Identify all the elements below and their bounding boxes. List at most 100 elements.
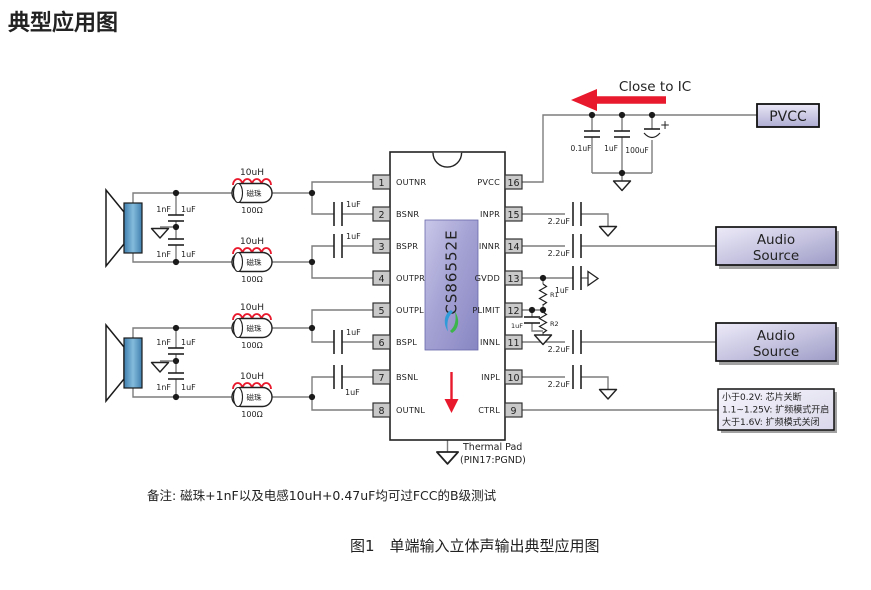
cap-label: 1uF [555, 286, 569, 295]
inductor-label: 10uH [240, 372, 264, 382]
filter-capacitor [167, 238, 185, 246]
box-frame [717, 388, 835, 431]
svg-text:15: 15 [507, 210, 519, 221]
cap-label: 1uF [345, 388, 360, 397]
remark-note: 备注: 磁珠+1nF以及电感10uH+0.47uF均可过FCC的B级测试 [147, 488, 497, 503]
coupling-capacitor [572, 364, 582, 390]
plimit-capacitor [523, 316, 541, 324]
svg-text:10: 10 [507, 373, 519, 384]
speaker-filter-caps: 1nF 1uF 1nF 1uF 1nF 1uF 1nF 1uF [156, 205, 196, 392]
svg-text:7: 7 [378, 373, 384, 384]
ground-icon [533, 334, 553, 346]
pin-3: 3 BSPR [372, 238, 418, 254]
ctrl-note-box: 小于0.2V: 芯片关断 1.1~1.25V: 扩频模式开启 大于1.6V: 扩… [717, 388, 837, 433]
cap-label: 2.2uF [548, 249, 571, 258]
svg-text:BSPL: BSPL [396, 337, 417, 347]
pin-10: 10 INPL [481, 369, 523, 385]
svg-text:OUTPL: OUTPL [396, 305, 424, 315]
chip-notch-icon [432, 152, 463, 168]
cap-label: 0.1uF [571, 144, 592, 153]
resistor-label: R1 [550, 291, 559, 299]
gvdd-capacitor [572, 265, 582, 291]
box-frame [715, 322, 837, 362]
ferrite-bead-2: 10uH 磁珠 100Ω [231, 237, 273, 284]
speaker-cone-icon [105, 322, 125, 404]
svg-text:9: 9 [510, 406, 516, 417]
svg-text:8: 8 [378, 406, 384, 417]
pvcc-box-label: PVCC [769, 109, 807, 125]
bootstrap-caps: 1uF 1uF 1uF 1uF [333, 200, 361, 397]
speaker-left-channel [105, 322, 143, 404]
bead-impedance-label: 100Ω [241, 410, 262, 419]
ferrite-bead-3: 10uH 磁珠 100Ω [231, 303, 273, 350]
svg-text:BSNR: BSNR [396, 209, 419, 219]
pvcc-box: PVCC [756, 103, 820, 128]
cap-label: 1nF [156, 250, 171, 259]
resistor-r1 [538, 283, 548, 306]
chip-red-arrow-head-icon [444, 399, 459, 413]
cap-alt-label: 1uF [181, 338, 196, 347]
logo-green-icon [450, 311, 459, 333]
ctrl-note-line: 小于0.2V: 芯片关断 [722, 391, 802, 403]
speaker-cone-icon [105, 187, 125, 269]
bootstrap-capacitor [333, 364, 343, 390]
red-arrow-head-icon [571, 89, 597, 111]
bead-impedance-label: 100Ω [241, 275, 262, 284]
speaker-right-channel [105, 187, 143, 269]
cap-label: 1nF [156, 338, 171, 347]
coupling-capacitor [572, 201, 582, 227]
cap-alt-label: 1uF [181, 250, 196, 259]
filter-capacitor [167, 372, 185, 380]
bead-impedance-label: 100Ω [241, 341, 262, 350]
svg-text:BSNL: BSNL [396, 372, 418, 382]
box-frame [715, 226, 837, 266]
svg-text:4: 4 [378, 274, 384, 285]
speaker-magnet-icon [123, 337, 143, 389]
pin-7: 7 BSNL [372, 369, 418, 385]
svg-text:3: 3 [378, 242, 384, 253]
svg-text:INNR: INNR [479, 241, 500, 251]
cap-label: 2.2uF [548, 380, 571, 389]
cap-label: 1uF [604, 144, 618, 153]
coupling-capacitor [572, 233, 582, 259]
cap-label: 1uF [346, 200, 361, 209]
figure-caption: 图1 单端输入立体声输出典型应用图 [350, 537, 600, 555]
pin-2: 2 BSNR [372, 206, 419, 222]
capacitor-1uF [613, 130, 631, 138]
audio-source-box-left: Audio Source [715, 322, 839, 365]
capacitor-100uF-curved-plate [643, 132, 661, 139]
inductor-label: 10uH [240, 237, 264, 247]
ground-icon [150, 361, 170, 373]
cap-alt-label: 1uF [181, 383, 196, 392]
thermal-ground-icon [436, 451, 459, 465]
filter-capacitor [167, 214, 185, 222]
svg-text:PVCC: PVCC [477, 177, 500, 187]
bootstrap-capacitor [333, 233, 343, 259]
cap-label: 1nF [156, 383, 171, 392]
capacitor-0p1uF [583, 130, 601, 138]
svg-text:BSPR: BSPR [396, 241, 418, 251]
svg-text:INPL: INPL [481, 372, 500, 382]
cap-label: 1uF [346, 328, 361, 337]
svg-text:PLIMIT: PLIMIT [472, 305, 500, 315]
input-network: 2.2uF 2.2uF 2.2uF 2.2uF 1uF R1 R2 1uF [511, 201, 600, 390]
page-title: 典型应用图 [8, 10, 118, 36]
cap-label: 1uF [511, 322, 523, 330]
cap-label: 2.2uF [548, 345, 571, 354]
bead-label: 磁珠 [247, 188, 262, 198]
audio-source-label: Source [753, 248, 799, 264]
bootstrap-capacitor [333, 201, 343, 227]
svg-text:2: 2 [378, 210, 384, 221]
thermal-pad-pin-label: (PIN17:PGND) [460, 455, 526, 466]
